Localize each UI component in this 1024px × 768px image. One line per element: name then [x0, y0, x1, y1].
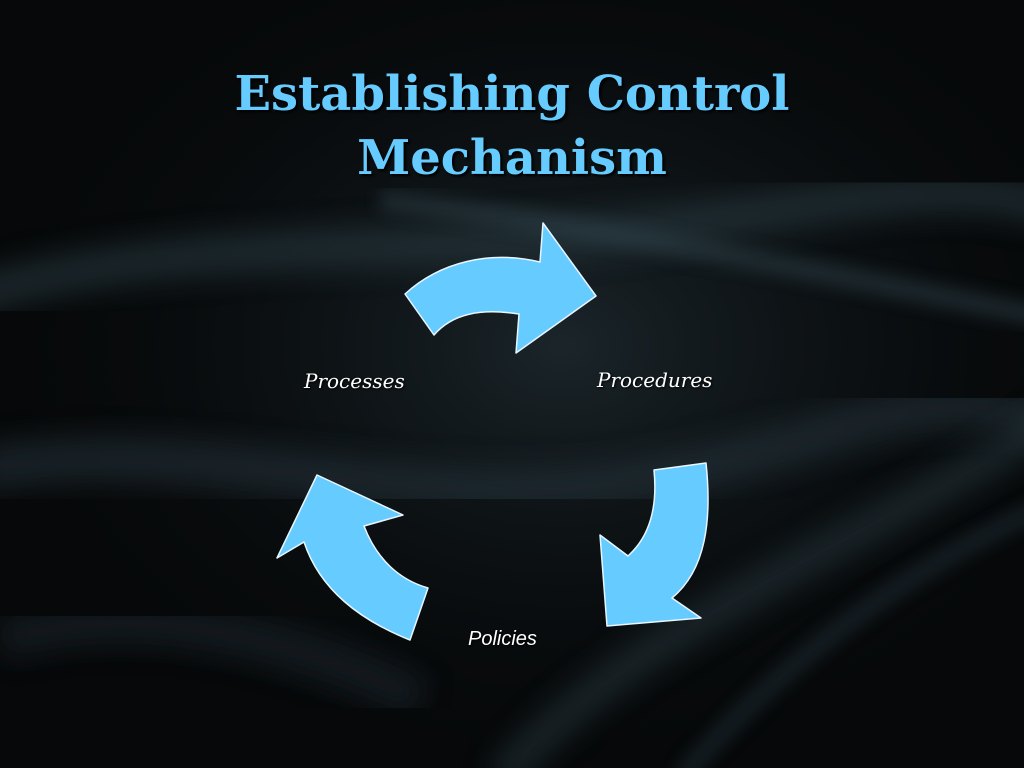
processes-label: Processes: [304, 369, 405, 393]
right-curved-arrow: [599, 462, 709, 627]
slide-title: Establishing Control Mechanism: [0, 62, 1024, 190]
procedures-label: Procedures: [597, 368, 713, 392]
slide-title-line-1: Establishing Control: [234, 66, 790, 123]
left-curved-arrow: [276, 474, 429, 641]
top-curved-arrow: [404, 222, 597, 354]
slide-title-line-2: Mechanism: [357, 130, 667, 187]
policies-label: Policies: [468, 628, 537, 650]
